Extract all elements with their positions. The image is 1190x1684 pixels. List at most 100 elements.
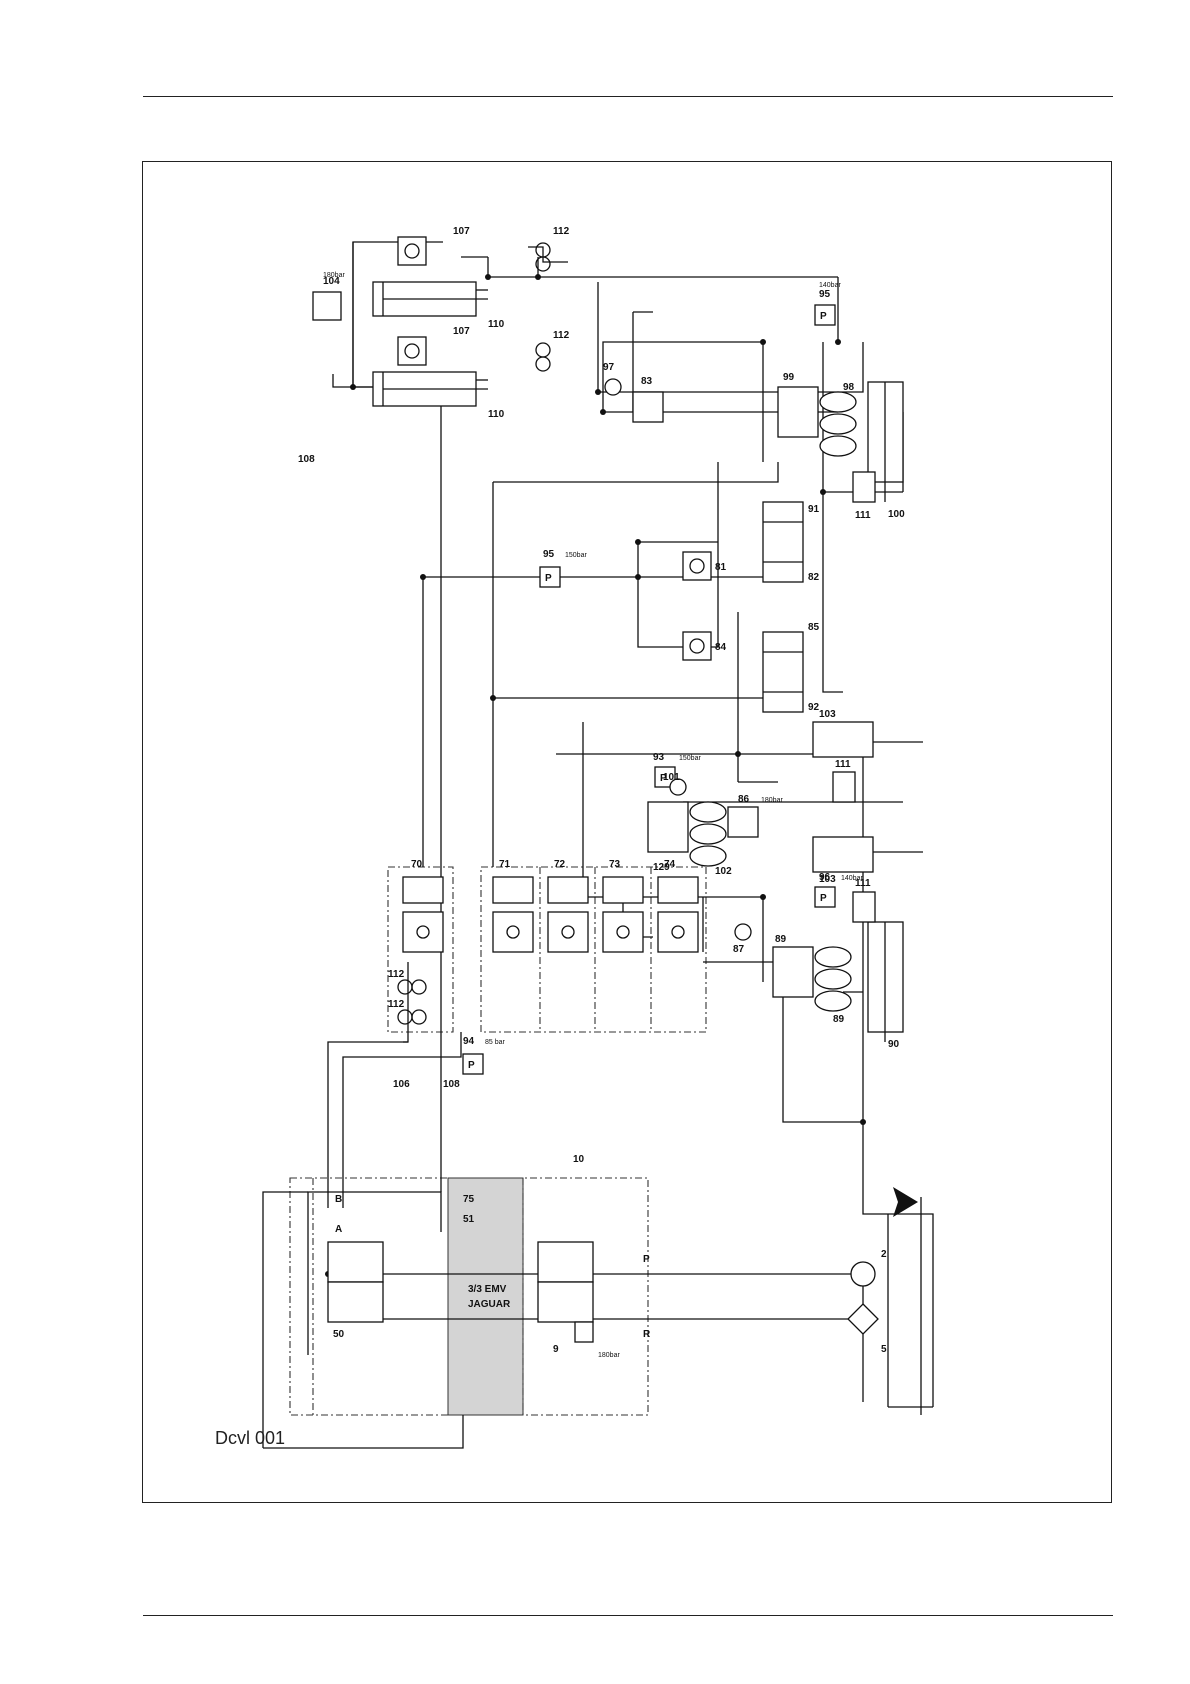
svg-text:91: 91 <box>808 504 820 515</box>
svg-text:86: 86 <box>738 794 750 805</box>
check-valve-107-top <box>398 237 426 265</box>
svg-text:81: 81 <box>715 562 727 573</box>
emv-jaguar-module <box>448 1178 523 1415</box>
svg-text:85 bar: 85 bar <box>485 1039 506 1046</box>
svg-text:108: 108 <box>443 1079 460 1090</box>
check-valve-81 <box>683 552 711 580</box>
valve-89 <box>773 947 813 997</box>
pressure-gauge-94: P <box>463 1054 483 1074</box>
pressure-gauge-95: P <box>540 567 560 587</box>
valve-129 <box>648 802 688 852</box>
svg-text:95: 95 <box>819 289 831 300</box>
svg-text:150bar: 150bar <box>565 552 587 559</box>
coupling-112-c <box>398 1010 426 1024</box>
valve-70 <box>403 877 443 952</box>
svg-text:140bar: 140bar <box>819 282 841 289</box>
svg-text:84: 84 <box>715 642 727 653</box>
svg-text:99: 99 <box>783 372 795 383</box>
svg-text:180bar: 180bar <box>761 797 783 804</box>
gauge-87 <box>735 924 751 940</box>
svg-text:50: 50 <box>333 1329 345 1340</box>
accumulators-89 <box>815 947 851 1011</box>
svg-text:112: 112 <box>553 226 570 237</box>
svg-text:140bar: 140bar <box>841 875 863 882</box>
svg-text:110: 110 <box>488 319 505 330</box>
svg-text:103: 103 <box>819 709 836 720</box>
relief-valve-86 <box>728 807 758 837</box>
p-line <box>328 1274 863 1402</box>
hydraulic-circuit-diagram: P P P P P <box>143 162 1111 1502</box>
svg-text:150bar: 150bar <box>679 755 701 762</box>
svg-text:107: 107 <box>453 326 470 337</box>
accumulators-102 <box>690 802 726 866</box>
svg-text:73: 73 <box>609 859 621 870</box>
svg-text:112: 112 <box>388 999 405 1010</box>
check-valve-107-bottom <box>398 337 426 365</box>
svg-text:180bar: 180bar <box>598 1352 620 1359</box>
svg-text:106: 106 <box>393 1079 410 1090</box>
svg-text:98: 98 <box>843 382 855 393</box>
svg-text:JAGUAR: JAGUAR <box>468 1299 511 1310</box>
accumulators-98 <box>820 392 856 456</box>
valve-72 <box>548 877 588 952</box>
svg-text:9: 9 <box>553 1344 559 1355</box>
svg-text:90: 90 <box>888 1039 900 1050</box>
svg-text:P: P <box>820 893 827 904</box>
svg-text:A: A <box>335 1224 342 1235</box>
svg-text:112: 112 <box>553 330 570 341</box>
relief-valve-83 <box>633 392 663 422</box>
cylinder-103a <box>813 722 923 757</box>
coupling-112-d <box>398 980 426 994</box>
footer-rule <box>143 1615 1113 1616</box>
svg-text:108: 108 <box>298 454 315 465</box>
svg-text:10: 10 <box>573 1154 585 1165</box>
svg-text:87: 87 <box>733 944 745 955</box>
svg-text:110: 110 <box>488 409 505 420</box>
figure-caption: Dcvl 001 <box>215 1428 285 1449</box>
svg-text:92: 92 <box>808 702 820 713</box>
svg-text:85: 85 <box>808 622 820 633</box>
svg-text:97: 97 <box>603 362 615 373</box>
svg-text:102: 102 <box>715 866 732 877</box>
svg-text:89: 89 <box>775 934 787 945</box>
svg-text:72: 72 <box>554 859 566 870</box>
cylinder-90 <box>868 922 903 1042</box>
direction-arrow-icon <box>893 1187 918 1217</box>
cylinder-110-bottom <box>373 372 488 406</box>
valve-111-b <box>833 772 855 802</box>
diagram-frame: P P P P P <box>142 161 1112 1503</box>
svg-text:83: 83 <box>641 376 653 387</box>
header-rule <box>143 96 1113 97</box>
svg-text:3/3 EMV: 3/3 EMV <box>468 1284 507 1295</box>
svg-text:111: 111 <box>855 510 871 521</box>
svg-text:P: P <box>545 573 552 584</box>
valve-71 <box>493 877 533 952</box>
svg-text:96: 96 <box>819 872 831 883</box>
svg-text:P: P <box>643 1254 650 1265</box>
svg-text:2: 2 <box>881 1249 887 1260</box>
svg-text:112: 112 <box>388 969 405 980</box>
svg-text:111: 111 <box>835 759 851 770</box>
svg-text:74: 74 <box>664 859 676 870</box>
svg-text:B: B <box>335 1194 342 1205</box>
svg-text:94: 94 <box>463 1036 475 1047</box>
pressure-gauge-96: P <box>815 887 835 907</box>
svg-text:R: R <box>643 1329 651 1340</box>
svg-text:P: P <box>468 1060 475 1071</box>
filter-5 <box>848 1304 878 1334</box>
svg-text:5: 5 <box>881 1344 887 1355</box>
svg-text:P: P <box>820 311 827 322</box>
cylinder-103b <box>813 837 923 872</box>
svg-text:82: 82 <box>808 572 820 583</box>
cylinder-110-top <box>373 282 488 316</box>
svg-text:71: 71 <box>499 859 511 870</box>
pressure-gauge-95b: P <box>815 305 835 325</box>
cylinder-92 <box>763 632 803 712</box>
svg-text:89: 89 <box>833 1014 845 1025</box>
valve-73 <box>603 877 643 952</box>
valve-99 <box>778 387 818 437</box>
valve-111-c <box>853 892 875 922</box>
svg-text:101: 101 <box>663 772 680 783</box>
svg-text:51: 51 <box>463 1214 475 1225</box>
coupling-112-b <box>536 343 550 371</box>
